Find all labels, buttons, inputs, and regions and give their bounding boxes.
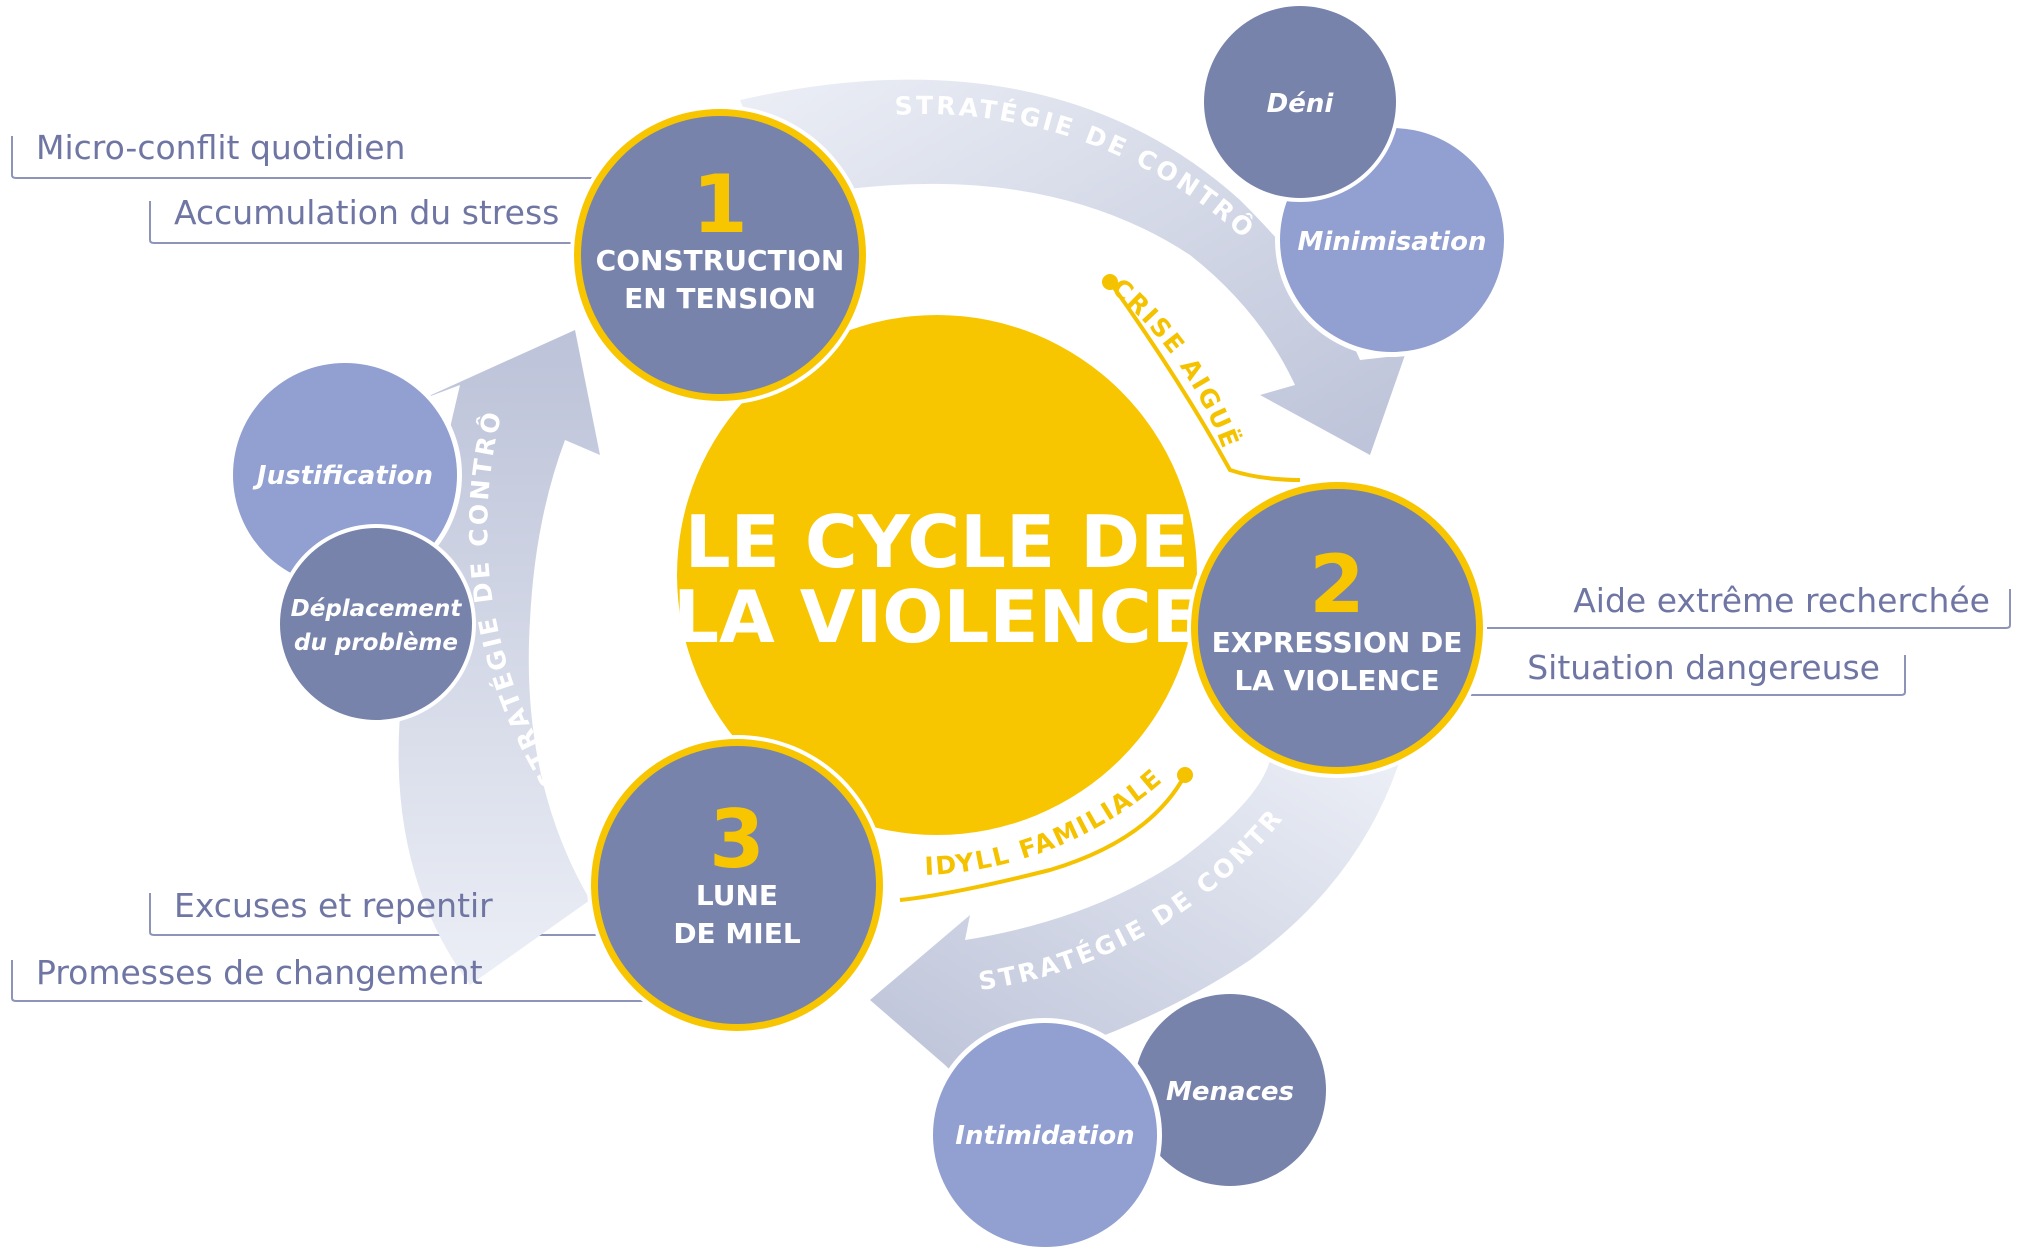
phase-3-title-line1: LUNE xyxy=(696,879,778,912)
center-title-line2: LA VIOLENCE xyxy=(673,575,1201,659)
phase-2: 2 EXPRESSION DE LA VIOLENCE xyxy=(1187,478,1487,778)
center-circle xyxy=(677,315,1197,835)
intimidation-label: Intimidation xyxy=(955,1121,1134,1151)
strategy-deni: Déni xyxy=(1200,2,1400,202)
phase-2-title-line2: LA VIOLENCE xyxy=(1234,664,1439,697)
strategy-menaces: Menaces xyxy=(1130,990,1330,1190)
phase-3-title-line2: DE MIEL xyxy=(673,917,801,950)
minimisation-label: Minimisation xyxy=(1298,227,1487,257)
phase1-label-accumulation: Accumulation du stress xyxy=(174,193,559,232)
phase-1: 1 CONSTRUCTION EN TENSION xyxy=(570,105,870,405)
phase3-label-excuses: Excuses et repentir xyxy=(174,886,493,925)
strategy-deplacement: Déplacement du problème xyxy=(276,524,476,724)
phase-3: 3 LUNE DE MIEL xyxy=(587,735,887,1035)
center-title-line1: LE CYCLE DE xyxy=(685,500,1189,584)
phase1-label-micro-conflit: Micro-conflit quotidien xyxy=(36,128,405,167)
control-arrow-bottom xyxy=(870,760,1400,1080)
strategy-intimidation: Intimidation xyxy=(928,1018,1162,1252)
phase-3-number: 3 xyxy=(709,793,765,886)
deplacement-label-line1: Déplacement xyxy=(291,596,463,622)
control-arrow-top xyxy=(740,79,1405,455)
phase-2-title-line1: EXPRESSION DE xyxy=(1212,626,1463,659)
menaces-label: Menaces xyxy=(1166,1077,1294,1107)
justification-label: Justification xyxy=(252,461,433,491)
deplacement-label-line2: du problème xyxy=(294,630,458,656)
phase2-label-aide: Aide extrême recherchée xyxy=(1573,581,1990,620)
phase-2-number: 2 xyxy=(1309,538,1365,631)
deni-label: Déni xyxy=(1267,89,1335,119)
phase3-label-promesses: Promesses de changement xyxy=(36,953,483,992)
phase-1-title-line2: EN TENSION xyxy=(624,282,816,315)
side-lines xyxy=(11,136,2011,1002)
phase2-label-situation: Situation dangereuse xyxy=(1527,648,1880,687)
phase-1-number: 1 xyxy=(692,158,748,251)
phase-1-title-line1: CONSTRUCTION xyxy=(596,244,845,277)
